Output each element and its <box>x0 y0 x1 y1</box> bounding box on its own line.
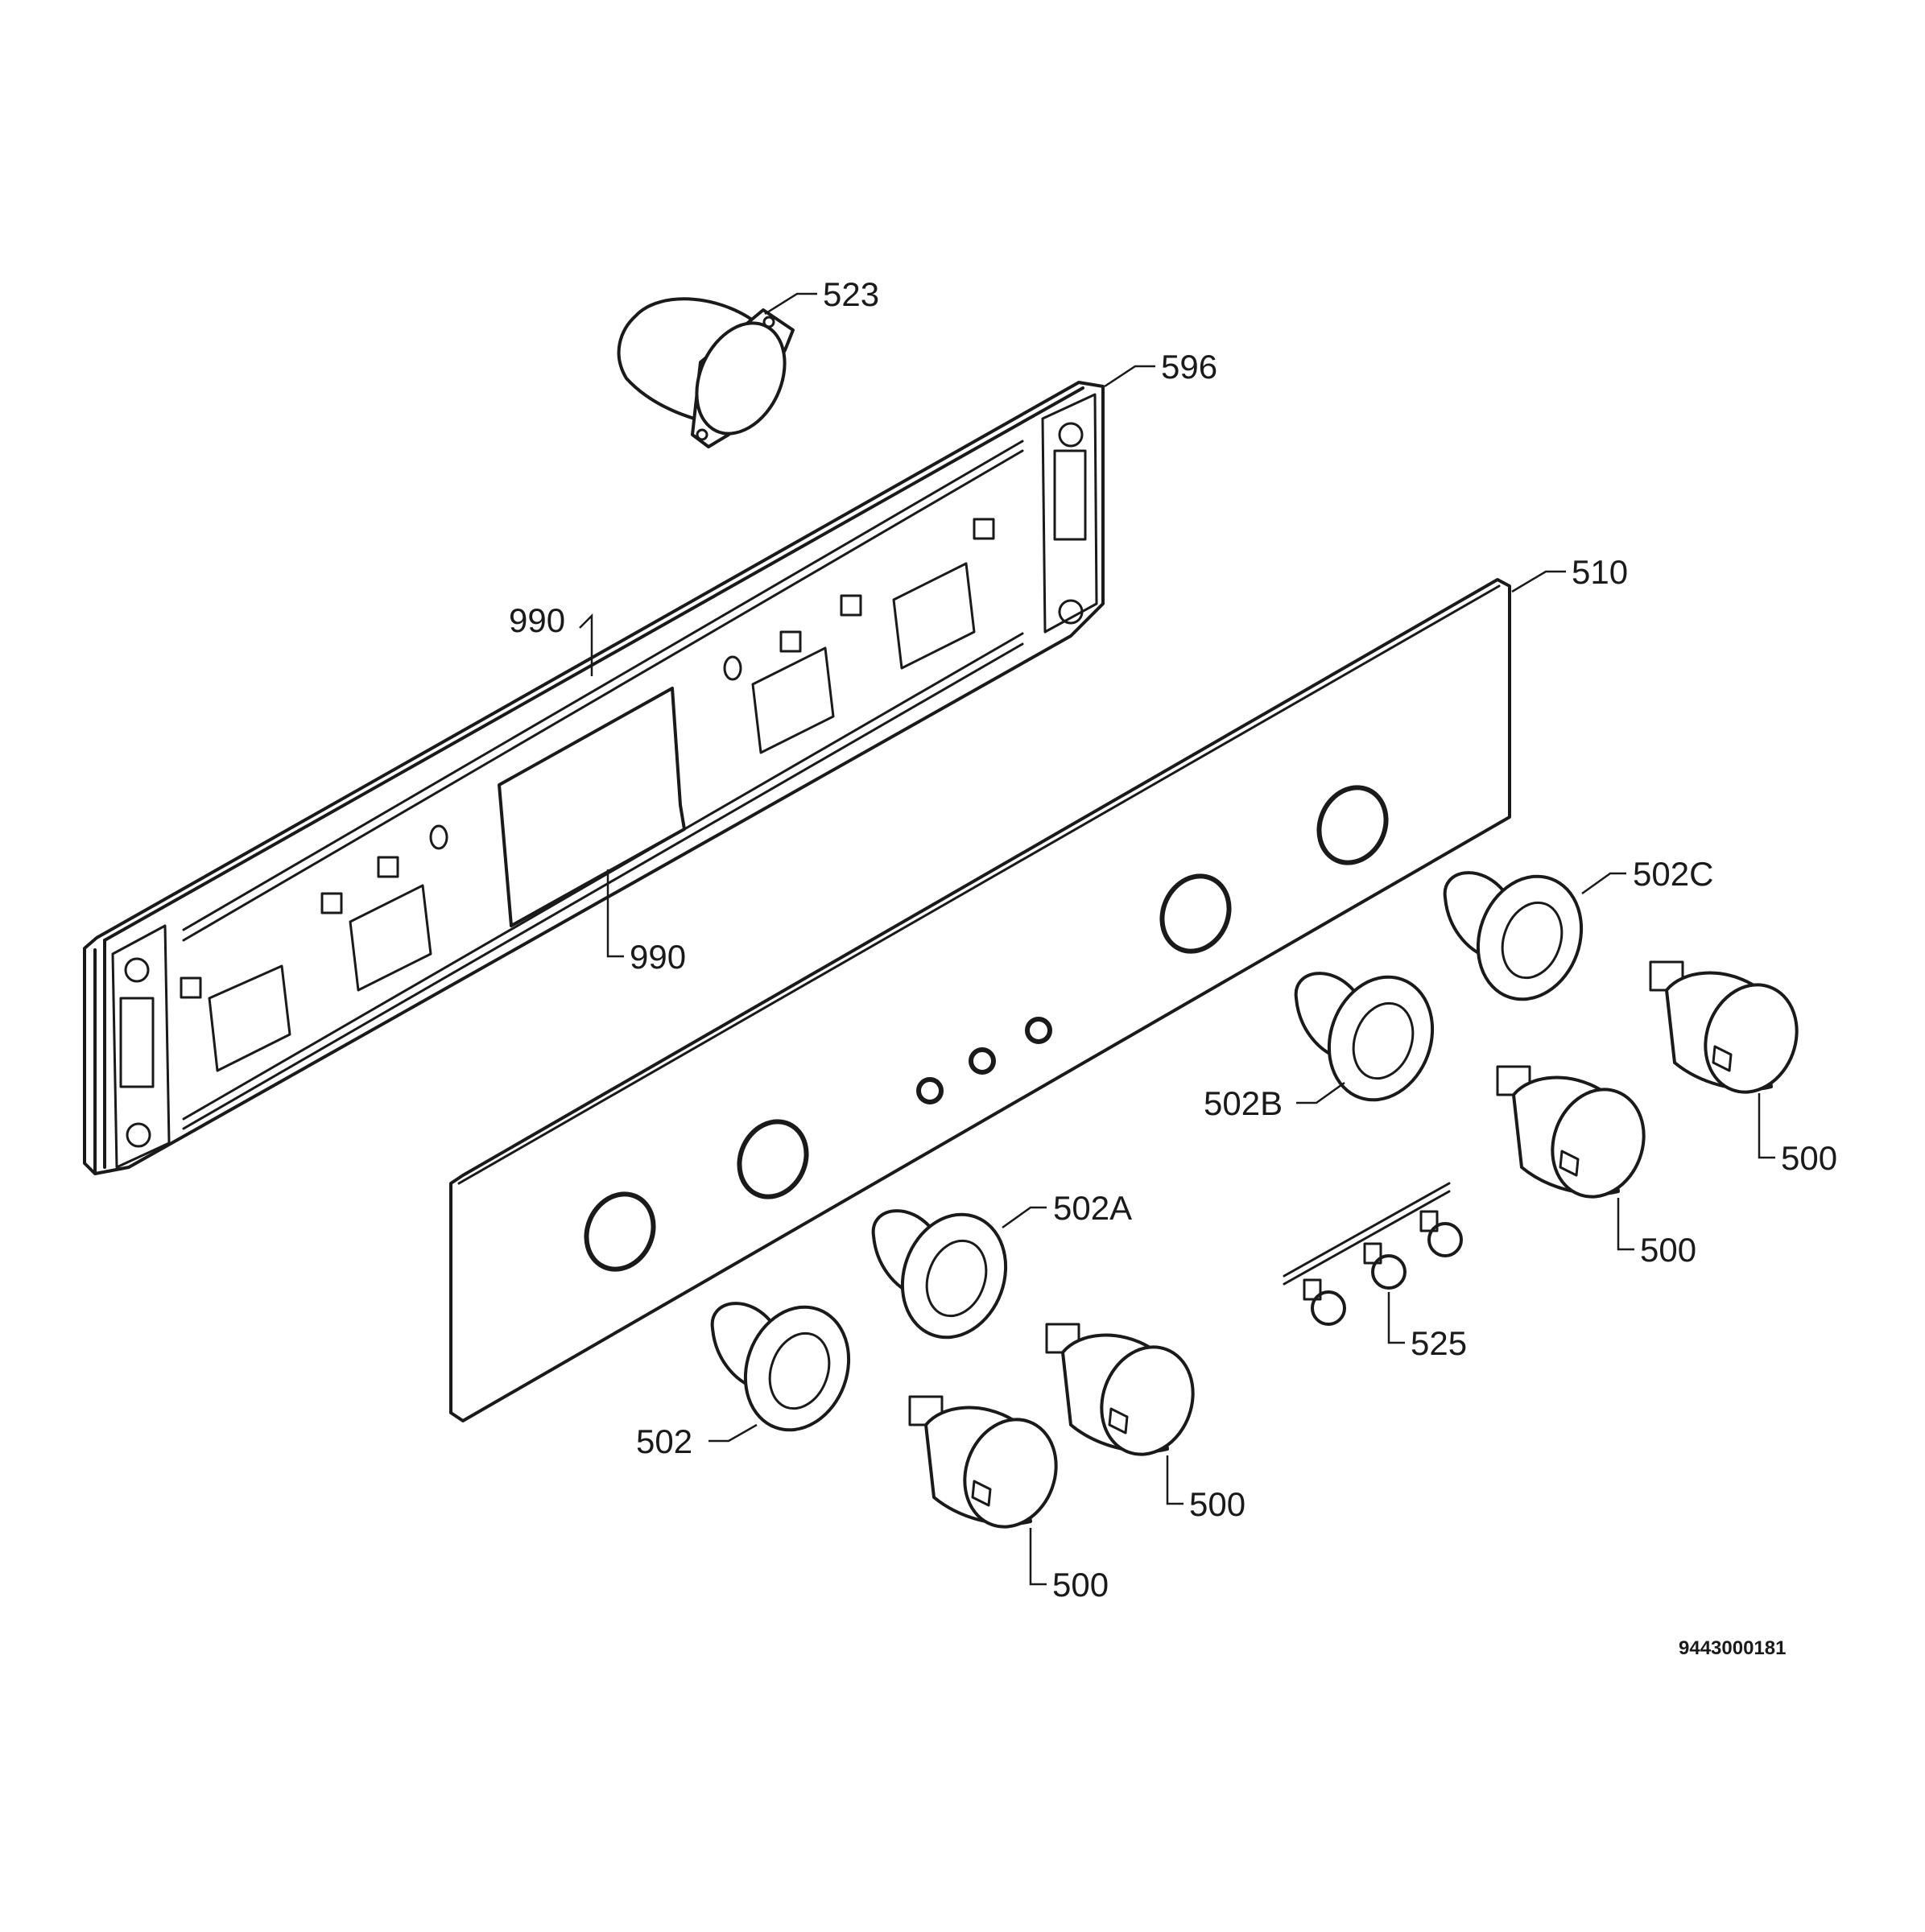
leader-502c <box>1581 872 1626 895</box>
label-500-right-upper: 500 <box>1781 1139 1837 1177</box>
part-labels: 523 596 990 990 510 502C 502B 502A 502 5… <box>509 275 1837 1659</box>
part-502a-bezel <box>871 1209 1008 1340</box>
label-502c: 502C <box>1633 855 1713 893</box>
label-596: 596 <box>1161 348 1217 386</box>
part-596-control-frame <box>83 381 1105 1175</box>
leader-502b <box>1296 1081 1345 1104</box>
part-525-push-buttons <box>1283 1182 1463 1326</box>
label-523: 523 <box>823 275 879 313</box>
leader-502a <box>1002 1206 1047 1229</box>
part-500-knob-right-lower <box>1496 1065 1646 1199</box>
label-502b: 502B <box>1204 1084 1283 1122</box>
part-500-knob-center <box>1045 1323 1195 1456</box>
part-502b-bezel <box>1294 972 1435 1102</box>
leader-510 <box>1511 570 1566 593</box>
leader-525 <box>1387 1292 1405 1344</box>
label-500-center: 500 <box>1189 1485 1245 1523</box>
leader-502 <box>708 1423 758 1443</box>
label-502: 502 <box>636 1422 692 1460</box>
label-500-right-lower: 500 <box>1640 1231 1696 1269</box>
label-502a: 502A <box>1053 1189 1132 1227</box>
leader-lines <box>579 292 1775 1586</box>
part-523-cylinder <box>617 297 795 448</box>
part-502c-bezel <box>1443 871 1584 1001</box>
part-500-knob-right-upper <box>1649 960 1799 1094</box>
label-990-bottom: 990 <box>630 938 686 976</box>
document-number: 9443000181 <box>1679 1637 1786 1659</box>
leader-500c <box>1166 1455 1184 1505</box>
part-510-front-glass <box>449 578 1511 1422</box>
leader-990a <box>579 613 593 676</box>
label-500-lower: 500 <box>1052 1566 1109 1604</box>
leader-990b <box>606 869 624 958</box>
label-510: 510 <box>1572 553 1628 591</box>
leader-500b <box>1617 1198 1634 1251</box>
leader-523 <box>764 292 817 316</box>
part-500-knob-lower <box>908 1395 1058 1529</box>
leader-500d <box>1029 1528 1047 1586</box>
leader-500a <box>1758 1093 1775 1159</box>
label-990-top: 990 <box>509 601 565 639</box>
label-525: 525 <box>1411 1324 1467 1362</box>
leader-596 <box>1104 365 1155 388</box>
part-502-bezel <box>710 1302 851 1432</box>
